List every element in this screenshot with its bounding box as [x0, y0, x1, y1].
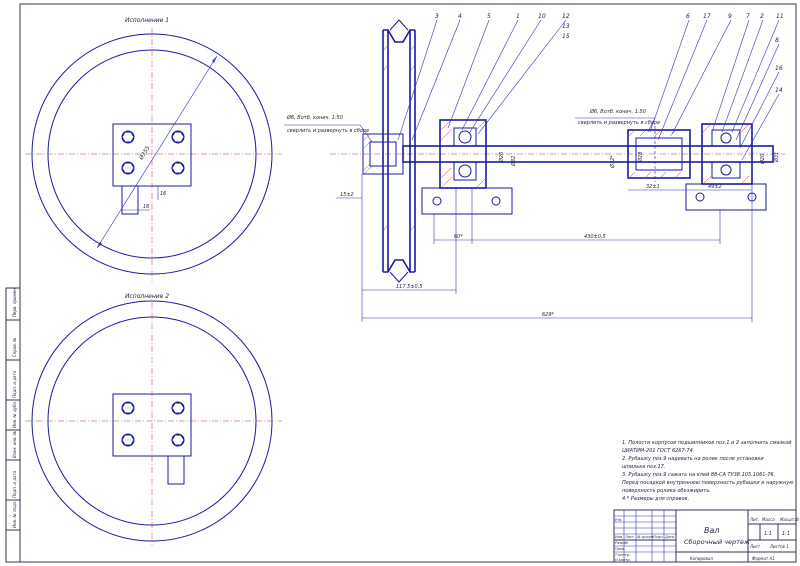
- side-strip: [5, 287, 21, 563]
- dim-49: 49±2: [708, 184, 722, 190]
- side-strip-cells: Перв. примен. Справ. № Подп. и дата Инв.…: [6, 287, 20, 531]
- tech-note-line: 1. Полости корпусов подшипников поз.1 и …: [622, 440, 792, 446]
- titleblock-hdr: № докум.: [636, 535, 654, 539]
- small-dim-b: 16: [143, 204, 149, 210]
- technical-notes: 1. Полости корпусов подшипников поз.1 и …: [622, 440, 794, 502]
- dim-dia20b: Ø20: [759, 154, 766, 165]
- lit-head: Лит.: [749, 517, 759, 522]
- titleblock-row: Н.контр.: [615, 558, 631, 562]
- dim-dia32: Ø32: [510, 156, 517, 167]
- side-strip-cell: Справ. №: [12, 338, 17, 357]
- tech-note-line: 3. Рубашку поз.9 сажать на клей 88-СА ТУ…: [622, 472, 775, 478]
- dim-60: 60*: [454, 234, 463, 240]
- shaft-assembly-section: 3 4 5 1 10 12 13 15 6 17 9 7 2 11 8 16 1…: [284, 13, 785, 322]
- tech-note-line: шпилька поз.17.: [622, 464, 665, 470]
- execution1-view: Исполнение 1 Ø355 16 16: [25, 17, 282, 282]
- side-strip-cell: Инв. № дубл.: [12, 401, 17, 428]
- scale-head: Масштаб: [780, 517, 800, 522]
- titleblock-hdr: Дата: [664, 535, 674, 539]
- callout: 15: [562, 33, 570, 40]
- footer-format: Формат A1: [752, 556, 775, 561]
- hole-note-right-2: сверлить и развернуть в сборе: [578, 120, 660, 126]
- side-strip-cell: Перв. примен.: [12, 287, 17, 317]
- execution1-label: Исполнение 1: [125, 17, 169, 24]
- titleblock-row: Утв.: [615, 518, 622, 522]
- drawing-name: Вал: [704, 526, 720, 535]
- dim-dia28: Ø28: [637, 152, 644, 163]
- callout: 4: [458, 13, 462, 20]
- hole-note-left: Ø6, Вотб. конич. 1:50: [286, 114, 343, 121]
- titleblock-hdr: Лист: [624, 535, 635, 539]
- dim-117: 117,5±0,5: [396, 284, 422, 290]
- callout: 1: [516, 13, 520, 20]
- callout: 2: [760, 13, 764, 20]
- dim-dia31: Ø31: [773, 152, 780, 163]
- side-strip-cell: Подп. и дата: [12, 470, 17, 498]
- drawing-frame: [19, 3, 797, 563]
- callout: 11: [776, 13, 784, 20]
- execution2-view: Исполнение 2: [25, 293, 282, 545]
- callout-numbers: 3 4 5 1 10 12 13 15 6 17 9 7 2 11 8 16 1…: [435, 13, 784, 94]
- dim-dia20: Ø20: [498, 152, 505, 163]
- callout: 6: [686, 13, 690, 20]
- hole-note-left-2: сверлить и развернуть в сборе: [287, 128, 369, 134]
- tech-note-line: поверхность ролика обезжирить.: [622, 488, 711, 494]
- tech-note-line: Перед посадкой внутреннюю поверхность ру…: [622, 480, 794, 486]
- side-strip-cell: Инв. № подл.: [12, 500, 17, 528]
- callout: 17: [703, 13, 711, 20]
- sheet-label: Лист: [749, 544, 761, 549]
- titleblock-row: Т.контр.: [615, 553, 630, 557]
- diameter-label: Ø355: [137, 144, 152, 162]
- callout: 16: [775, 65, 783, 72]
- callout: 8: [775, 37, 779, 44]
- callout: 5: [487, 13, 491, 20]
- titleblock-row: Пров.: [615, 547, 625, 551]
- title-block: Изм. Лист № докум. Подп. Дата Разраб. Пр…: [613, 509, 800, 563]
- callout: 13: [562, 23, 570, 30]
- side-strip-cell: Подп. и дата: [12, 370, 17, 398]
- titleblock-row: Разраб.: [615, 541, 629, 545]
- drawing-subtitle: Сборочный чертеж: [684, 538, 750, 546]
- side-strip-cell: Взам. инв. №: [12, 431, 17, 458]
- dim-32: 32±1: [646, 184, 660, 190]
- sheets-label: Листов 1: [769, 544, 789, 549]
- footer-copy: Копировал: [690, 556, 713, 561]
- execution2-label: Исполнение 2: [125, 293, 169, 300]
- mass-value: 1:1: [764, 531, 772, 537]
- dim-629: 629*: [542, 312, 555, 318]
- dim-15: 15±2: [340, 192, 354, 198]
- scale-value: 1:1: [782, 531, 790, 537]
- dim-430: 430±0,5: [584, 234, 606, 240]
- tech-note-line: ЦИАТИМ-201 ГОСТ 6267-74.: [622, 448, 694, 454]
- callout: 3: [435, 13, 439, 20]
- callout: 14: [775, 87, 783, 94]
- tech-note-line: 4.* Размеры для справок.: [622, 496, 689, 502]
- titleblock-hdr: Изм.: [615, 535, 623, 539]
- callout: 7: [746, 13, 750, 20]
- callout: 10: [538, 13, 546, 20]
- hole-note-right: Ø6, Вотб. конич. 1:50: [589, 108, 646, 115]
- callout: 9: [728, 13, 732, 20]
- titleblock-hdr: Подп.: [653, 535, 664, 539]
- dim-dia32b: Ø32*: [609, 155, 616, 169]
- tech-note-line: 2. Рубашку поз.9 надевать на ролик после…: [622, 456, 764, 462]
- mass-head: Масса: [762, 517, 775, 522]
- small-dim-a: 16: [160, 191, 166, 197]
- callout: 12: [562, 13, 570, 20]
